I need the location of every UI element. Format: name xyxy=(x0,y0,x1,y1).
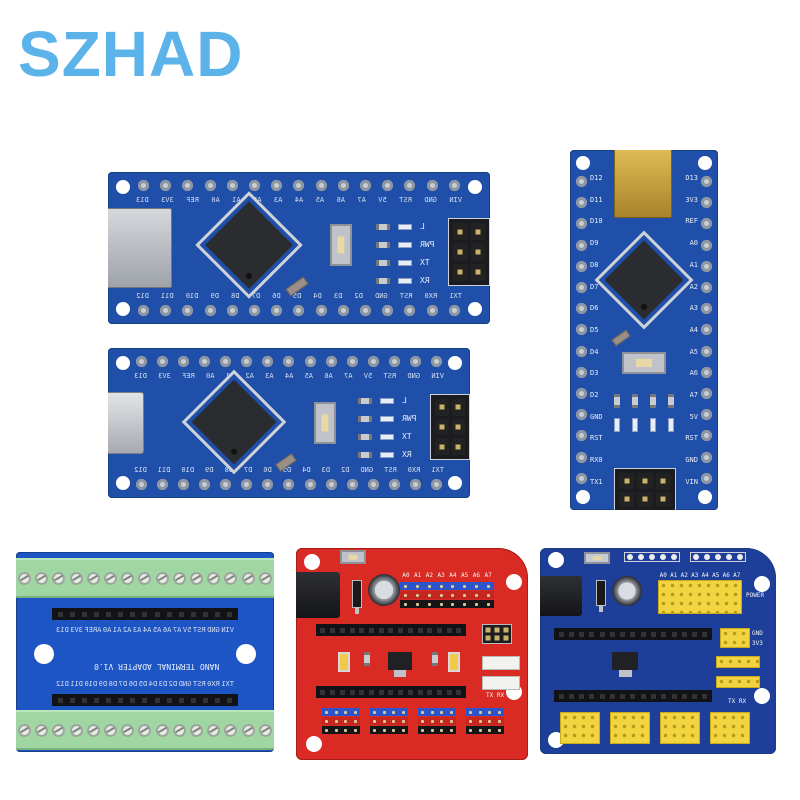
microcontroller-chip xyxy=(604,240,684,320)
dc-power-jack xyxy=(296,572,340,618)
reset-button xyxy=(330,224,352,266)
crystal xyxy=(611,329,631,347)
right-pin-column xyxy=(701,176,712,484)
analog-header-block xyxy=(400,582,494,608)
digital-header-group-3 xyxy=(660,712,700,744)
led-label: RX xyxy=(420,276,430,285)
digital-header-group-4 xyxy=(710,712,750,744)
left-pin-column xyxy=(576,176,587,484)
power-label: POWER xyxy=(746,592,765,599)
serial-connector xyxy=(716,676,760,688)
capacitor xyxy=(612,576,642,606)
led-label: RX xyxy=(402,450,412,459)
reset-button xyxy=(314,402,336,444)
digital-header-group-2 xyxy=(610,712,650,744)
serial-connector xyxy=(482,676,520,690)
tx-rx-labels: TX RX xyxy=(486,692,505,699)
voltage-regulator xyxy=(612,652,638,677)
mini-usb-connector xyxy=(614,150,672,218)
tx-rx-labels: TX RX xyxy=(728,698,747,705)
mount-hole xyxy=(468,302,482,316)
capacitor xyxy=(368,574,400,606)
top-pin-row xyxy=(138,180,460,191)
top-screw-terminal xyxy=(16,558,274,598)
led-label: L xyxy=(420,222,425,231)
dc-power-jack xyxy=(540,576,582,616)
reset-button xyxy=(340,550,366,564)
nano-socket-bottom xyxy=(316,686,466,698)
3v3-label: 3V3 xyxy=(752,640,763,647)
digital-header-group-3 xyxy=(418,708,456,734)
top-pin-row xyxy=(136,356,442,367)
led-label: L xyxy=(402,396,407,405)
led-label: TX xyxy=(420,258,430,267)
nano-socket-top xyxy=(554,628,712,640)
gnd-label: GND xyxy=(752,630,763,637)
analog-header-block xyxy=(658,580,742,614)
digital-header-group-1 xyxy=(322,708,360,734)
digital-header-group-1 xyxy=(560,712,600,744)
icsp-header xyxy=(448,218,490,286)
reset-button xyxy=(584,552,610,564)
led-label: PWR xyxy=(420,240,435,249)
bottom-female-header xyxy=(52,694,238,706)
bottom-screw-terminal xyxy=(16,710,274,750)
micro-usb-connector xyxy=(108,392,144,454)
top-female-header xyxy=(52,608,238,620)
digital-header-group-2 xyxy=(370,708,408,734)
voltage-regulator xyxy=(388,652,412,677)
mount-hole xyxy=(468,180,482,194)
top-pin-strip-1 xyxy=(624,552,680,562)
bottom-pin-row xyxy=(138,305,460,316)
power-connector xyxy=(482,656,520,670)
brand-logo: SZHAD xyxy=(18,18,244,90)
microcontroller-chip xyxy=(205,201,293,289)
nano-socket-bottom xyxy=(554,690,712,702)
icsp-header xyxy=(482,624,512,644)
top-pin-strip-2 xyxy=(690,552,746,562)
digital-header-group-4 xyxy=(466,708,504,734)
icsp-header xyxy=(614,468,676,510)
usb-type-c-connector xyxy=(108,208,172,288)
nano-socket-top xyxy=(316,624,466,636)
adapter-title: NANO TERMINAL ADAPTER V1.0 xyxy=(94,662,220,671)
icsp-header xyxy=(720,628,750,648)
mount-hole xyxy=(116,180,130,194)
reset-button xyxy=(622,352,666,374)
power-connector xyxy=(716,656,760,668)
mount-hole xyxy=(34,644,54,664)
led-label: PWR xyxy=(402,414,417,423)
bottom-pin-row xyxy=(136,479,442,490)
led-label: TX xyxy=(402,432,412,441)
microcontroller-chip xyxy=(191,379,277,465)
mount-hole xyxy=(236,644,256,664)
icsp-header xyxy=(430,394,470,460)
mount-hole xyxy=(116,302,130,316)
